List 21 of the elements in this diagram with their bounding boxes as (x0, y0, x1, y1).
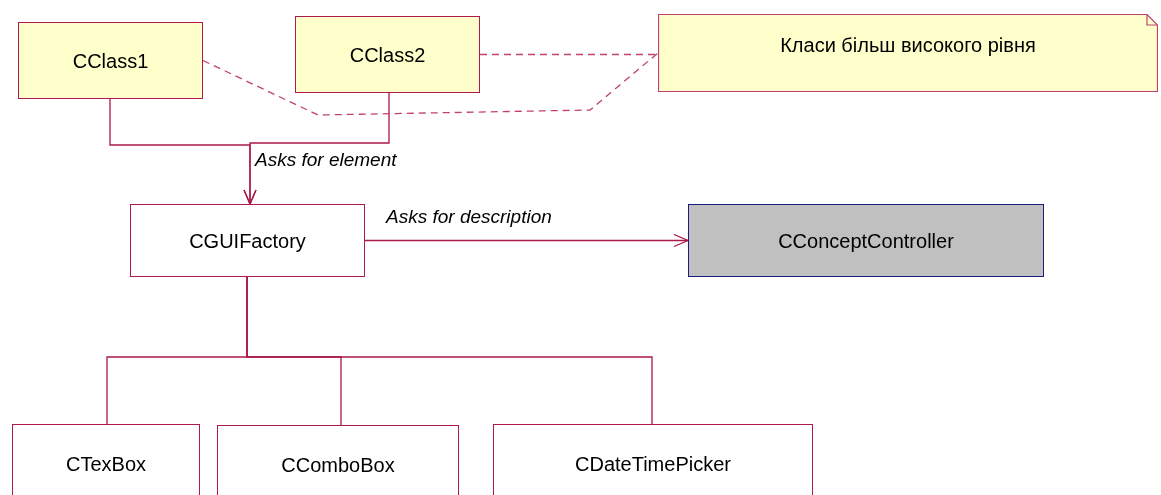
node-text: CGUIFactory (189, 228, 306, 254)
class-box (12, 424, 200, 495)
edge-label: Asks for element (254, 150, 398, 169)
class-box (130, 204, 365, 277)
node-text: Класи більш високого рівня (780, 33, 1036, 58)
note-box (658, 14, 1158, 92)
node-text: CDateTimePicker (575, 452, 731, 477)
node-text: CClass2 (349, 42, 426, 68)
edge-label: Asks for description (385, 207, 553, 226)
node-text: CComboBox (281, 453, 395, 478)
class-box (217, 425, 459, 495)
class-box (493, 424, 813, 495)
class-box (688, 204, 1044, 277)
node-text: CConceptController (778, 228, 954, 254)
class-box (18, 22, 203, 99)
node-text: CClass1 (72, 48, 149, 74)
dashed-connector (202, 52, 659, 116)
node-text: CTexBox (66, 452, 146, 477)
arrow (243, 92, 390, 205)
class-box (295, 16, 480, 93)
arrow (364, 233, 689, 248)
